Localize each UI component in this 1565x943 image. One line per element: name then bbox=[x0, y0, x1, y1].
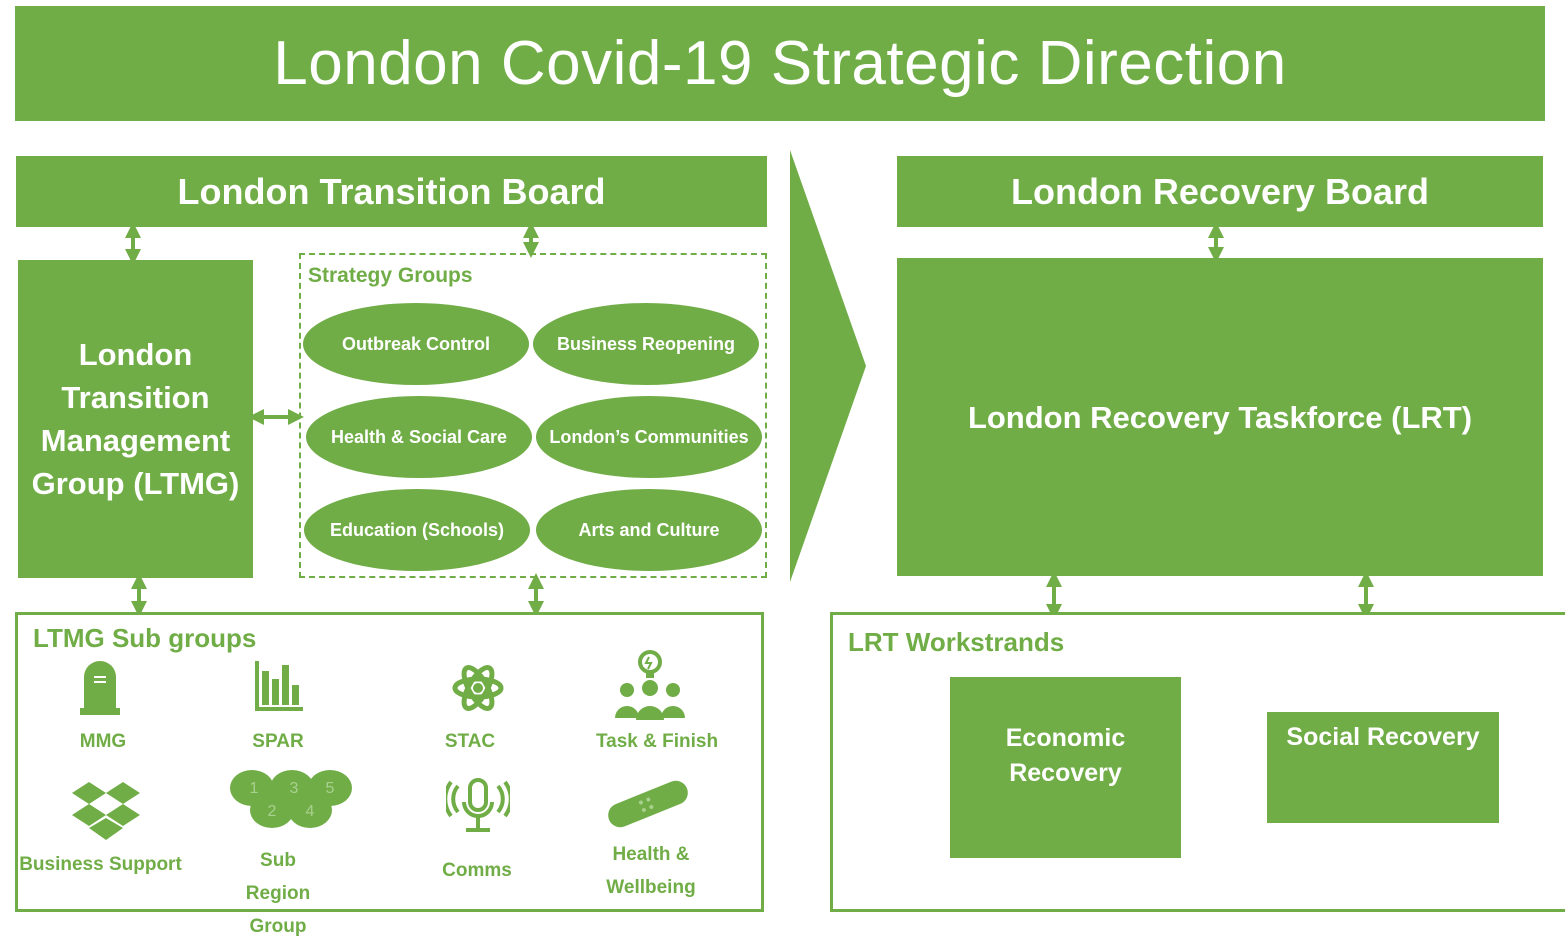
social-recovery-box: Social Recovery bbox=[1267, 712, 1499, 823]
team-idea-icon bbox=[613, 650, 687, 720]
subgroup-label-mmg: MMG bbox=[79, 731, 127, 752]
transition-board: London Transition Board bbox=[16, 156, 767, 227]
transition-to-recovery-arrow bbox=[790, 150, 866, 582]
subgroup-label-sub-region-group: Sub Region Group bbox=[245, 850, 311, 937]
icon-number-2: 2 bbox=[268, 803, 277, 820]
subgroup-label-comms: Comms bbox=[442, 860, 512, 881]
strategy-group-outbreak-control: Outbreak Control bbox=[303, 303, 529, 385]
strategy-group-londons-communities: London’s Communities bbox=[536, 396, 762, 478]
bar-chart-icon bbox=[255, 661, 303, 711]
microphone-icon bbox=[446, 778, 510, 836]
icon-number-4: 4 bbox=[306, 803, 315, 820]
strategy-groups-title: Strategy Groups bbox=[308, 264, 473, 287]
icon-number-5: 5 bbox=[326, 780, 335, 797]
recovery-board: London Recovery Board bbox=[897, 156, 1543, 227]
strategy-group-business-reopening: Business Reopening bbox=[533, 303, 759, 385]
page-title: London Covid-19 Strategic Direction bbox=[15, 6, 1545, 121]
subgroup-label-health-wellbeing: Health & Wellbeing bbox=[606, 844, 696, 898]
icon-number-3: 3 bbox=[290, 780, 299, 797]
bandage-icon bbox=[604, 776, 692, 832]
ltmg-subgroups-title: LTMG Sub groups bbox=[33, 623, 257, 653]
gravestone-icon bbox=[78, 659, 122, 715]
icon-number-1: 1 bbox=[250, 780, 259, 797]
strategy-group-education-schools: Education (Schools) bbox=[304, 489, 530, 571]
subgroup-label-spar: SPAR bbox=[252, 731, 304, 752]
strategy-group-health-social-care: Health & Social Care bbox=[306, 396, 532, 478]
strategy-group-arts-culture: Arts and Culture bbox=[536, 489, 762, 571]
subgroup-label-business-support: Business Support bbox=[19, 854, 182, 875]
numbered-circles-icon: 1 3 5 2 4 bbox=[230, 768, 354, 832]
subgroup-label-task-finish: Task & Finish bbox=[595, 731, 719, 752]
lrt-box: London Recovery Taskforce (LRT) bbox=[897, 258, 1543, 576]
subgroup-label-stac: STAC bbox=[444, 731, 496, 752]
atom-icon bbox=[452, 662, 504, 714]
dropbox-icon bbox=[71, 780, 141, 842]
economic-recovery-box: Economic Recovery bbox=[950, 677, 1181, 858]
ltmg-box: London Transition Management Group (LTMG… bbox=[18, 260, 253, 578]
lrt-workstrands-title: LRT Workstrands bbox=[848, 627, 1065, 657]
